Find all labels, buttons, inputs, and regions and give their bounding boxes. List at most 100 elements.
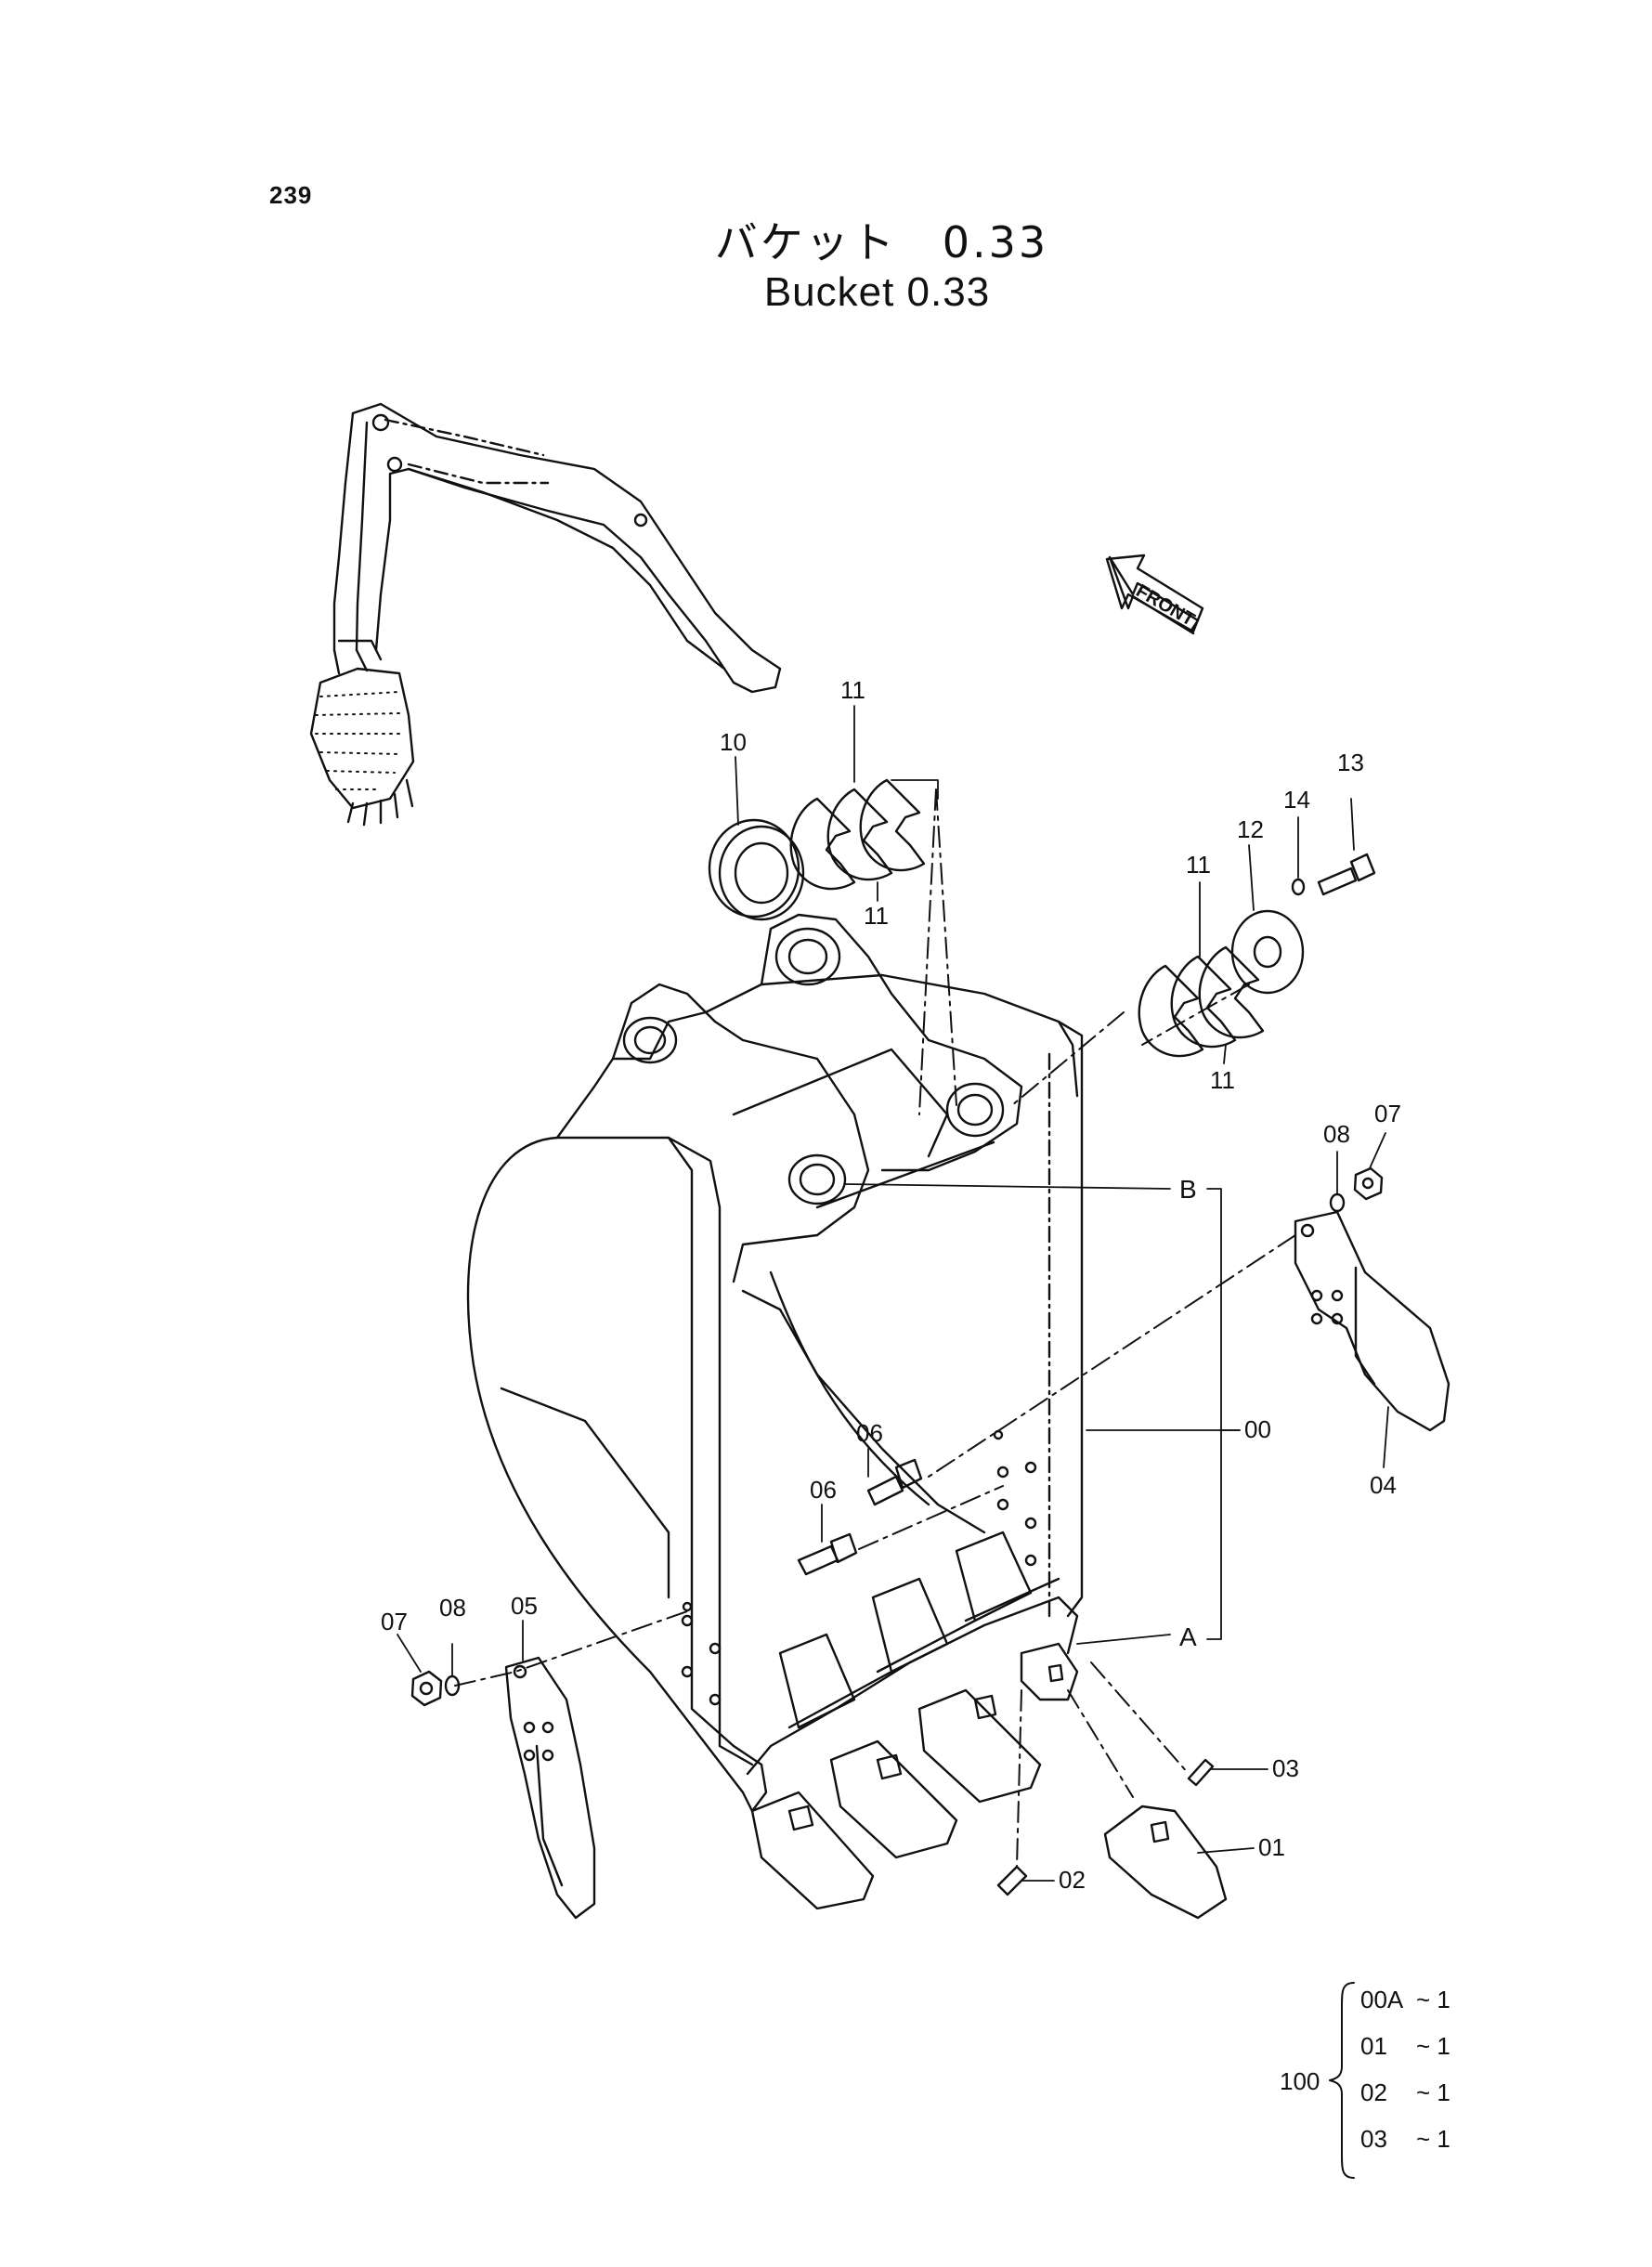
arm-inner-line	[407, 467, 726, 671]
label-part-12: 12	[1237, 815, 1264, 843]
bucket-left-side-plate	[555, 1136, 735, 1748]
bucket-cutting-edge	[746, 1596, 1079, 1776]
part-11-shim-3	[859, 778, 926, 872]
thumbnail-bucket-teeth	[346, 778, 414, 827]
excavator-arm-thumbnail	[309, 402, 782, 827]
part-01-tooth-slot	[1150, 1820, 1170, 1844]
part-04-hole-5	[1331, 1312, 1344, 1325]
adapter-rails	[787, 1577, 1060, 1729]
bucket-left-side-plate-edge	[667, 1136, 754, 1766]
boss-lower-left	[787, 1153, 847, 1205]
label-part-10: 10	[720, 728, 747, 756]
bucket-bracket-right	[760, 913, 1023, 1172]
side-hole-11	[682, 1601, 693, 1612]
boss-lower-right	[945, 1082, 1005, 1138]
part-07-nut-left	[410, 1670, 443, 1707]
tooth-3-slot	[973, 1694, 997, 1720]
arm-cylinder	[384, 418, 550, 485]
part-03-pin	[1187, 1758, 1215, 1787]
bucket-back-inner	[500, 1387, 670, 1599]
leader-bracket-ab	[1206, 1188, 1241, 1640]
label-part-06a: 06	[810, 1476, 837, 1504]
part-12-plate	[1230, 909, 1305, 995]
part-01-tooth	[1103, 1804, 1228, 1920]
part-04-hole-4	[1310, 1312, 1323, 1325]
pin-shims	[708, 778, 1376, 1058]
side-hole-8	[1024, 1517, 1037, 1530]
leader-lines-shim-pair-left	[891, 779, 939, 800]
label-part-06b: 06	[856, 1419, 883, 1447]
bucket-back-shell	[466, 1136, 768, 1813]
part-08-washer-right	[1329, 1192, 1346, 1213]
part-07-nut-right-hole	[1361, 1177, 1374, 1190]
arm-stick	[332, 411, 369, 652]
kit-brace	[1329, 1982, 1355, 2179]
label-part-08b: 08	[1323, 1120, 1350, 1148]
side-hole-2	[709, 1642, 722, 1655]
label-part-11a: 11	[840, 676, 865, 704]
side-hole-3	[681, 1665, 694, 1678]
kit-item-3-qty: ~ 1	[1416, 2125, 1450, 2153]
part-13-bolt	[1317, 853, 1376, 896]
leader-01	[1197, 1847, 1255, 1854]
part-10-boss-inner	[734, 841, 789, 905]
leader-a	[1076, 1634, 1171, 1645]
kit-item-2-part: 02	[1360, 2078, 1387, 2106]
label-part-04: 04	[1370, 1471, 1397, 1499]
alignment-lines	[454, 788, 1296, 1868]
part-05-side-cutter	[504, 1656, 596, 1920]
part-05-hole-3	[541, 1721, 554, 1734]
boss-upper-right-inner	[787, 938, 828, 975]
bucket-inner-curve	[769, 1270, 930, 1506]
title-english: Bucket 0.33	[763, 269, 991, 315]
boss-upper-right	[774, 927, 841, 986]
kit-number: 100	[1280, 2067, 1320, 2095]
front-arrow-shape	[1105, 554, 1204, 633]
leader-07b	[1369, 1132, 1386, 1169]
tooth-3	[917, 1531, 1042, 1804]
kit-item-0-part: 00A	[1360, 1986, 1404, 2013]
part-04-hole-3	[1331, 1289, 1344, 1302]
tooth-4-adapter	[1020, 1642, 1079, 1701]
leader-b	[844, 1183, 1171, 1190]
replacement-tooth	[996, 1758, 1228, 1920]
leader-07a	[397, 1634, 422, 1673]
bucket-top-rim	[555, 973, 1079, 1140]
part-04-side-cutter	[1294, 1210, 1450, 1432]
arm-boom-outline	[351, 402, 782, 694]
bucket-bracket-left	[611, 983, 870, 1283]
leader-13	[1350, 798, 1355, 851]
part-05-side-cutter-bevel	[535, 1744, 564, 1887]
leader-11d	[1223, 1044, 1227, 1064]
part-12-plate-hole	[1253, 935, 1282, 969]
align-line-bolt-left	[858, 1485, 1004, 1550]
align-line-shims-right	[1011, 1011, 1125, 1106]
part-05-hole-5	[541, 1749, 554, 1762]
bucket-teeth	[750, 1531, 1079, 1910]
part-10-boss-rim	[708, 818, 800, 919]
bucket-bracket-crossbar	[732, 1048, 995, 1209]
bucket-front-edge-line	[741, 1289, 986, 1534]
side-hole-10	[993, 1429, 1004, 1440]
label-part-01: 01	[1258, 1833, 1285, 1861]
thumbnail-bucket-stipple	[315, 691, 402, 790]
side-hole-7	[996, 1498, 1009, 1511]
label-part-02: 02	[1059, 1866, 1086, 1894]
label-part-05: 05	[511, 1592, 538, 1620]
part-04-hole-2	[1310, 1289, 1323, 1302]
front-label: FRONT	[1133, 580, 1199, 630]
boss-upper-left	[622, 1016, 678, 1064]
thumbnail-bucket	[309, 667, 415, 810]
part-number-labels: 00 01 02 03 04 05 06 06 07 08 07 08 10 1…	[381, 676, 1401, 1894]
label-part-08a: 08	[439, 1594, 466, 1622]
page-number: 239	[269, 181, 313, 209]
bucket-right-side-plate	[1057, 1020, 1084, 1618]
label-ref-b: B	[1179, 1175, 1197, 1204]
part-06-bolt-left	[797, 1532, 858, 1576]
side-hole-6	[1024, 1461, 1037, 1474]
side-cutters	[504, 1210, 1450, 1920]
align-line-side-cutter-left	[454, 1610, 688, 1687]
align-line-tooth	[1067, 1689, 1134, 1798]
tooth-4-slot	[1047, 1663, 1064, 1683]
